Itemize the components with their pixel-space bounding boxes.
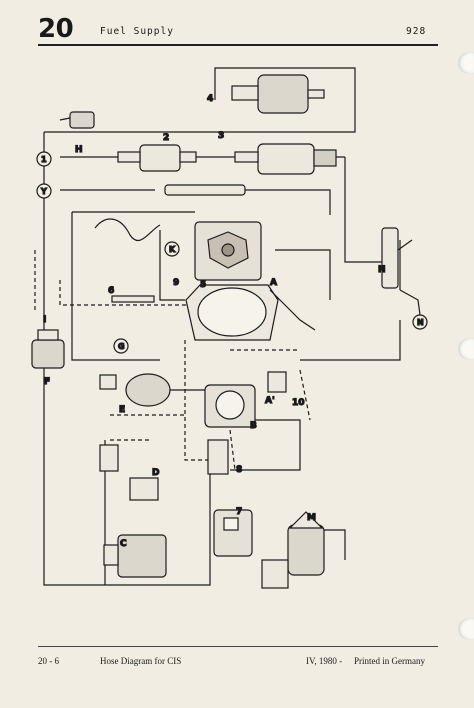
- hose-curved-1: [94, 218, 161, 242]
- punch-hole-middle: [458, 338, 474, 360]
- label-b: B: [250, 421, 257, 431]
- footer-date: IV, 1980 -: [306, 656, 343, 666]
- line-right-loop: [344, 157, 385, 263]
- circled-label-y: Y: [36, 183, 52, 199]
- svg-text:G: G: [118, 342, 125, 351]
- svg-text:K: K: [169, 245, 176, 254]
- label-8: 8: [236, 465, 242, 475]
- component-b: [204, 384, 256, 428]
- line-dist-right: [275, 249, 331, 300]
- footer-rule: [38, 646, 438, 647]
- component-l: [261, 511, 325, 589]
- label-a: A: [270, 278, 277, 288]
- circled-label-g: G: [113, 338, 129, 354]
- label-d: D: [152, 468, 159, 478]
- component-c: [103, 534, 167, 578]
- component-fuel-distributor: [194, 221, 262, 281]
- component-h: [59, 111, 95, 129]
- component-2: [117, 144, 197, 172]
- label-10: 10: [292, 398, 305, 408]
- line-bottom-right: [300, 320, 401, 361]
- label-e: E: [119, 405, 125, 415]
- component-7: [213, 509, 253, 557]
- label-2: 2: [163, 133, 169, 143]
- line-dashed-1: [59, 280, 195, 306]
- label-l: M: [307, 513, 316, 523]
- footer-caption: Hose Diagram for CIS: [100, 656, 182, 666]
- model-number: 928: [406, 26, 427, 37]
- svg-text:1: 1: [41, 155, 47, 164]
- svg-text:N: N: [417, 318, 424, 327]
- section-number: 20: [38, 14, 74, 44]
- line-y-out: [245, 189, 331, 215]
- component-f: [31, 329, 65, 369]
- label-a-prime: A': [265, 396, 275, 406]
- label-3: 3: [218, 131, 224, 141]
- section-title: Fuel Supply: [100, 26, 174, 37]
- label-i: I: [43, 315, 46, 325]
- label-c: C: [120, 539, 127, 549]
- circled-label-n: N: [412, 314, 428, 330]
- component-8: [207, 439, 229, 475]
- line-7-route: [105, 470, 211, 586]
- label-9: 9: [173, 278, 179, 288]
- component-e: [99, 373, 171, 407]
- component-10: [267, 371, 287, 393]
- label-h: H: [75, 145, 83, 155]
- label-4: 4: [207, 94, 213, 104]
- component-filter-line: [164, 184, 246, 196]
- line-to-n: [399, 289, 421, 316]
- label-6: 6: [108, 286, 114, 296]
- component-air-flow: [185, 284, 279, 341]
- supply-line-top: [44, 67, 356, 133]
- footer-printed: Printed in Germany: [354, 656, 425, 666]
- page-header: 20 Fuel Supply 928: [38, 14, 438, 44]
- circled-label-1: 1: [36, 151, 52, 167]
- circled-label-k: K: [164, 241, 180, 257]
- punch-hole-top: [458, 52, 474, 74]
- label-m: N: [378, 265, 386, 275]
- label-f: F: [44, 377, 50, 387]
- label-5: 5: [200, 280, 206, 290]
- header-rule: [38, 44, 438, 46]
- return-line-outer: [43, 132, 105, 586]
- component-fuel-pump-4: [231, 74, 325, 114]
- line-dashed-5: [229, 429, 236, 471]
- line-vert-main: [159, 230, 185, 301]
- line-b-right: [230, 419, 301, 471]
- punch-hole-bottom: [458, 618, 474, 640]
- hose-curved-2: [269, 289, 316, 331]
- line-dashed-7: [184, 340, 210, 461]
- component-6: [111, 295, 155, 303]
- line-box-left: [71, 212, 160, 361]
- footer-page-ref: 20 - 6: [38, 656, 59, 666]
- component-3: [234, 143, 337, 175]
- component-m: [381, 227, 413, 289]
- svg-text:Y: Y: [40, 187, 47, 196]
- component-d: [99, 444, 159, 501]
- label-7: 7: [236, 507, 242, 517]
- line-dashed-6: [299, 369, 311, 421]
